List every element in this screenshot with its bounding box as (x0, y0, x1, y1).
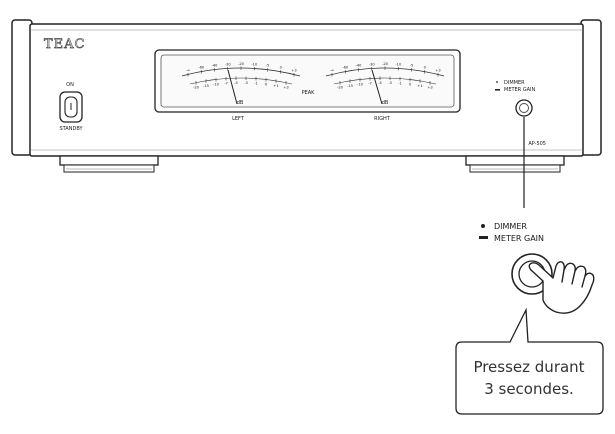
right-scale-bottom-label: +3 (427, 86, 432, 90)
callout-dimmer-label: DIMMER (494, 222, 527, 231)
peak-label: PEAK (302, 90, 316, 96)
brand-logo: TEAC (44, 37, 86, 52)
panel-meter-gain-label: METER GAIN (504, 87, 536, 93)
right-meter-unit: dB (382, 100, 389, 106)
right-vu-meter: -∞-60-40-30-20-10-50+3 -20-15-10-7-5-3-1… (325, 62, 445, 106)
right-scale-bottom-label: -1 (398, 82, 402, 86)
right-meter-needle (371, 69, 383, 105)
instruction-line-2: 3 secondes. (484, 380, 574, 398)
left-scale-top-label: -30 (225, 62, 232, 66)
left-scale-top-label: -∞ (186, 68, 190, 72)
instruction-line-1: Pressez durant (473, 358, 584, 376)
amplifier-front-panel: TEAC ON STANDBY -∞-60-40-30-20-10-50+3 -… (11, 19, 602, 173)
left-scale-bottom-label: -20 (193, 86, 200, 90)
left-scale-bottom-label: -10 (213, 82, 220, 86)
left-scale-bottom-label: 0 (265, 82, 268, 86)
left-scale-bottom-label: +1 (273, 84, 278, 88)
hand-pointer-icon (528, 261, 595, 314)
right-scale-top-label: 0 (424, 66, 427, 70)
right-scale-top-label: -40 (356, 64, 363, 68)
right-scale-bottom-label: 0 (409, 82, 412, 86)
left-scale-top-label: -20 (238, 62, 245, 66)
callout-meter-gain-label: METER GAIN (494, 234, 544, 243)
button-circle-icon[interactable] (511, 253, 553, 295)
left-scale-top-label: -5 (266, 64, 270, 68)
right-scale-top-label: -30 (369, 62, 376, 66)
right-scale-top-label: -5 (410, 64, 414, 68)
left-scale-top-label: +3 (291, 68, 296, 72)
left-side-panel (11, 19, 33, 156)
right-scale-top-label: -10 (395, 62, 402, 66)
left-channel-label: LEFT (232, 116, 245, 122)
right-scale-bottom-label: -15 (347, 84, 353, 88)
left-scale-bottom-label: -7 (224, 82, 228, 86)
left-meter-unit: dB (237, 100, 244, 106)
callout-enlargement: DIMMER METER GAIN Pressez durant 3 secon… (455, 222, 604, 415)
model-label: AP-505 (528, 141, 546, 147)
power-on-label: ON (66, 82, 74, 88)
left-scale-top-label: -10 (251, 62, 258, 66)
left-scale-bottom-label: -5 (234, 81, 238, 85)
right-channel-label: RIGHT (374, 116, 391, 122)
right-scale-top-label: -60 (342, 66, 349, 70)
right-scale-bottom-label: +1 (417, 84, 422, 88)
right-scale-bottom-label: -20 (337, 86, 344, 90)
right-scale-bottom-label: -7 (368, 82, 372, 86)
left-scale-bottom-label: +3 (283, 86, 288, 90)
standby-label: STANDBY (59, 126, 83, 132)
power-switch-icon[interactable] (59, 91, 83, 123)
left-scale-bottom-label: -1 (254, 82, 258, 86)
left-scale-top-label: -40 (212, 64, 219, 68)
right-scale-bottom-label: -5 (378, 81, 382, 85)
right-foot (465, 155, 565, 173)
right-scale-top-label: -20 (382, 62, 389, 66)
left-scale-bottom-label: -15 (203, 84, 209, 88)
panel-dimmer-button[interactable] (515, 99, 533, 117)
instruction-speech-bubble: Pressez durant 3 secondes. (455, 307, 604, 415)
right-side-panel (580, 19, 602, 156)
right-scale-top-label: -∞ (330, 68, 334, 72)
left-meter-needle (227, 69, 238, 105)
right-scale-bottom-label: -3 (388, 81, 392, 85)
right-scale-top-label: +3 (435, 68, 440, 72)
right-scale-bottom-label: -10 (357, 82, 364, 86)
left-scale-bottom-label: -3 (244, 81, 248, 85)
vu-meter-window (154, 49, 461, 113)
left-scale-top-label: 0 (280, 66, 283, 70)
left-scale-top-label: -60 (198, 66, 205, 70)
panel-dimmer-label: DIMMER (504, 80, 525, 86)
left-foot (59, 155, 159, 173)
left-vu-meter: -∞-60-40-30-20-10-50+3 -20-15-10-7-5-3-1… (181, 62, 301, 106)
